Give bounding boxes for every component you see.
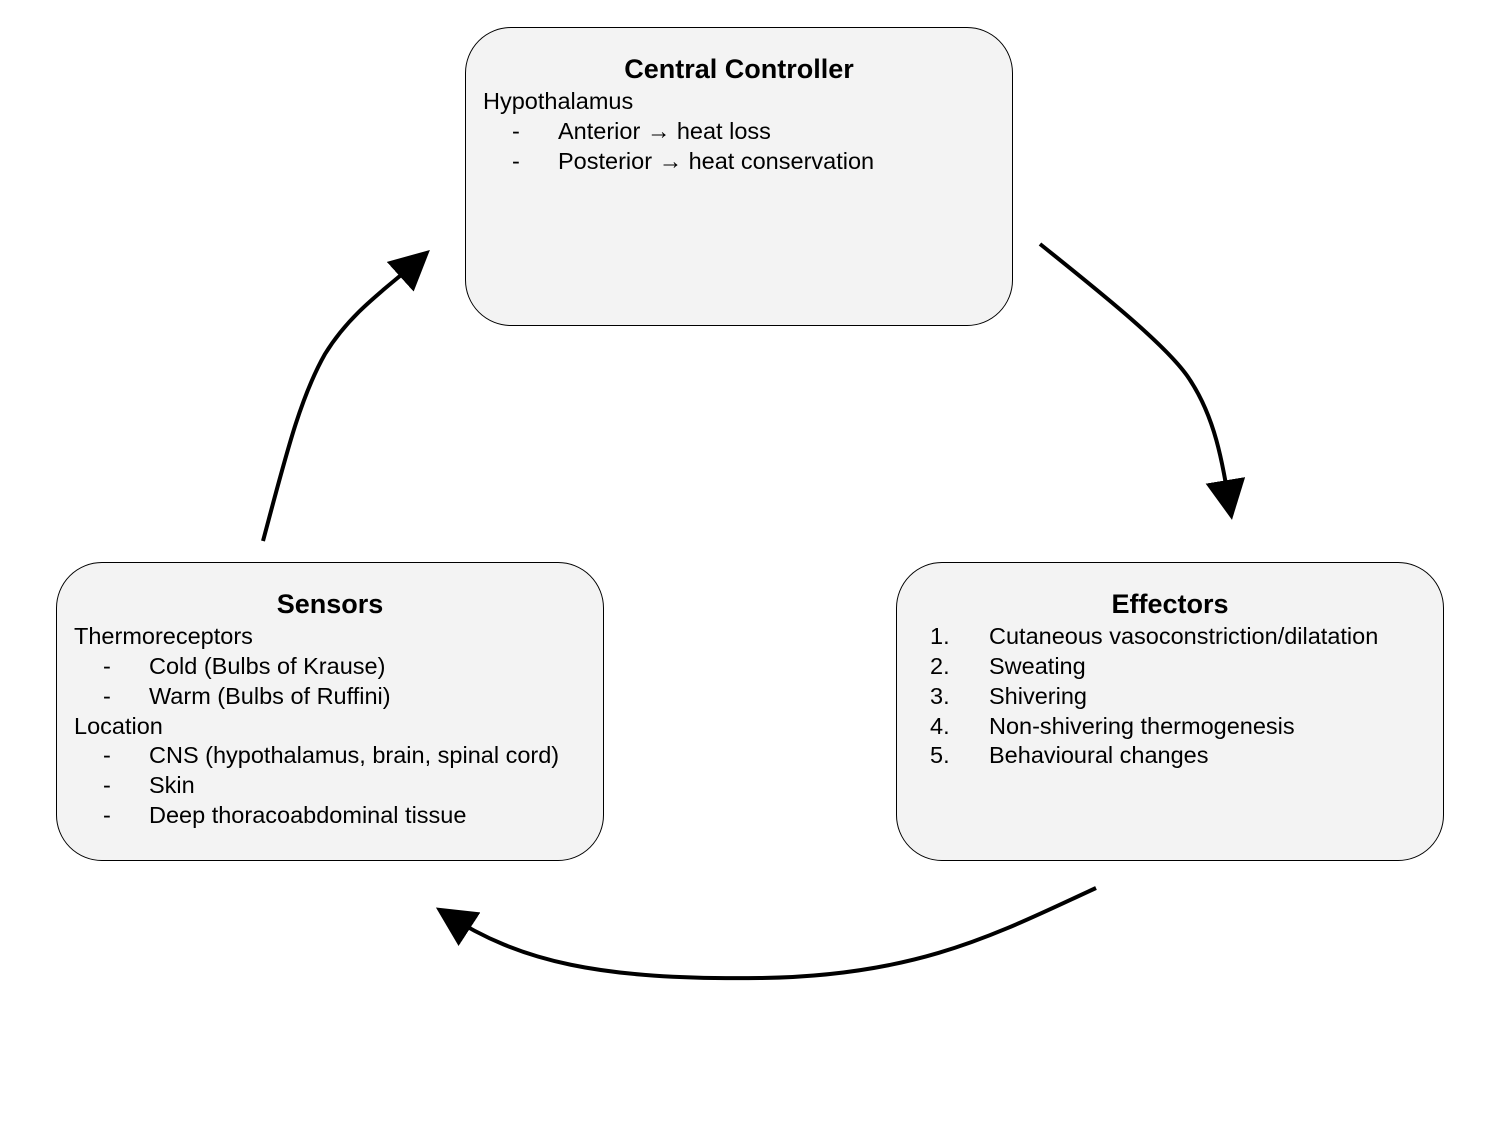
effector-item-vasomotor: Cutaneous vasoconstriction/dilatation [989,623,1379,649]
effector-item-behavioural: Behavioural changes [989,742,1209,768]
bullet-marker: - [103,772,111,798]
skin-location-bullet: Skin [149,772,195,798]
anterior-bullet: Anterior → heat loss [558,118,771,144]
warm-receptor-bullet: Warm (Bulbs of Ruffini) [149,683,391,709]
cns-location-bullet: CNS (hypothalamus, brain, spinal cord) [149,742,560,768]
bullet-marker: - [103,742,111,768]
effector-item-sweating: Sweating [989,653,1086,679]
location-heading: Location [74,713,163,739]
sensors-title: Sensors [276,589,384,619]
arrow-controller-to-effectors [1038,242,1246,520]
bullet-marker: - [103,653,111,679]
arrow-sensors-to-controller [261,249,430,542]
central-controller-title: Central Controller [624,54,854,84]
arrow-effectors-to-sensors [435,886,1097,981]
cold-receptor-bullet: Cold (Bulbs of Krause) [149,653,386,679]
central-controller-box: Central Controller Hypothalamus - Anteri… [465,27,1013,326]
list-number: 2. [930,653,950,679]
deep-tissue-location-bullet: Deep thoracoabdominal tissue [149,802,467,828]
list-number: 5. [930,742,950,768]
thermoreceptors-heading: Thermoreceptors [74,623,253,649]
effector-item-shivering: Shivering [989,683,1087,709]
bullet-marker: - [103,802,111,828]
posterior-bullet: Posterior → heat conservation [558,148,875,174]
effectors-title: Effectors [1111,589,1229,619]
effector-item-thermogenesis: Non-shivering thermogenesis [989,713,1295,739]
sensors-box: Sensors Thermoreceptors - Cold (Bulbs of… [56,562,604,861]
list-number: 3. [930,683,950,709]
bullet-marker: - [512,148,520,174]
bullet-marker: - [103,683,111,709]
bullet-marker: - [512,118,520,144]
list-number: 1. [930,623,950,649]
hypothalamus-heading: Hypothalamus [483,88,634,114]
effectors-box: Effectors 1. Cutaneous vasoconstriction/… [896,562,1444,861]
list-number: 4. [930,713,950,739]
